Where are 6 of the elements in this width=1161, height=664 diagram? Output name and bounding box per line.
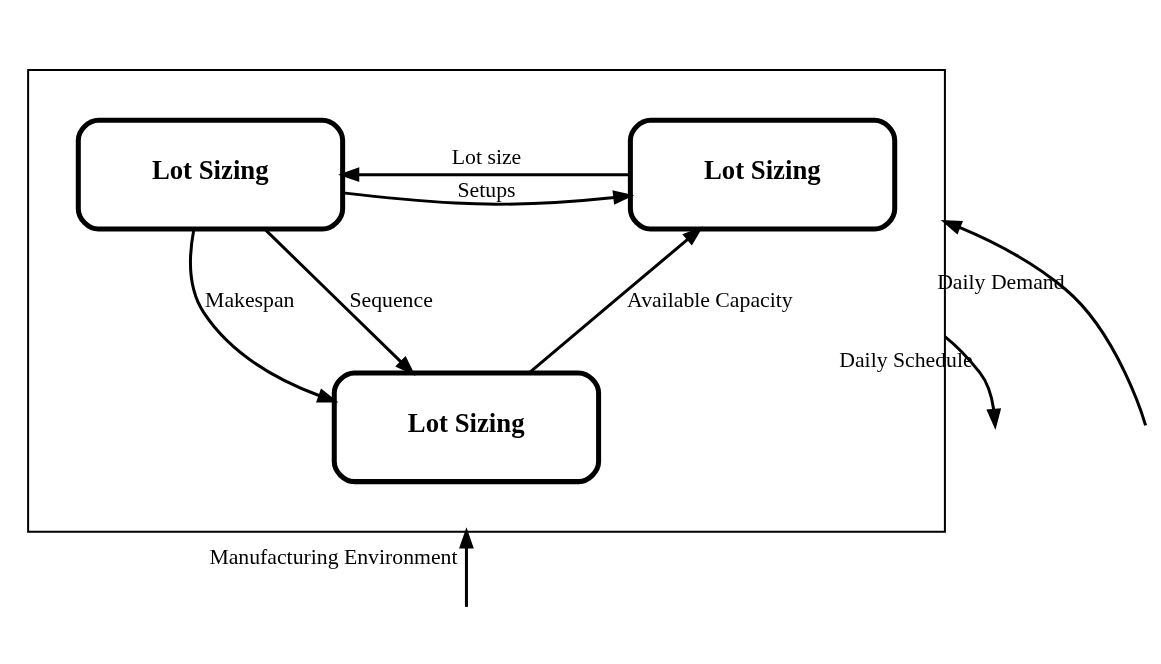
edge-label: Available Capacity <box>627 287 793 312</box>
edge-label: Lot size <box>451 144 522 169</box>
edge-label: Setups <box>457 177 516 202</box>
edge-label: Makespan <box>205 287 295 312</box>
edge-label: Manufacturing Environment <box>209 544 458 569</box>
edge-label: Sequence <box>349 287 433 312</box>
